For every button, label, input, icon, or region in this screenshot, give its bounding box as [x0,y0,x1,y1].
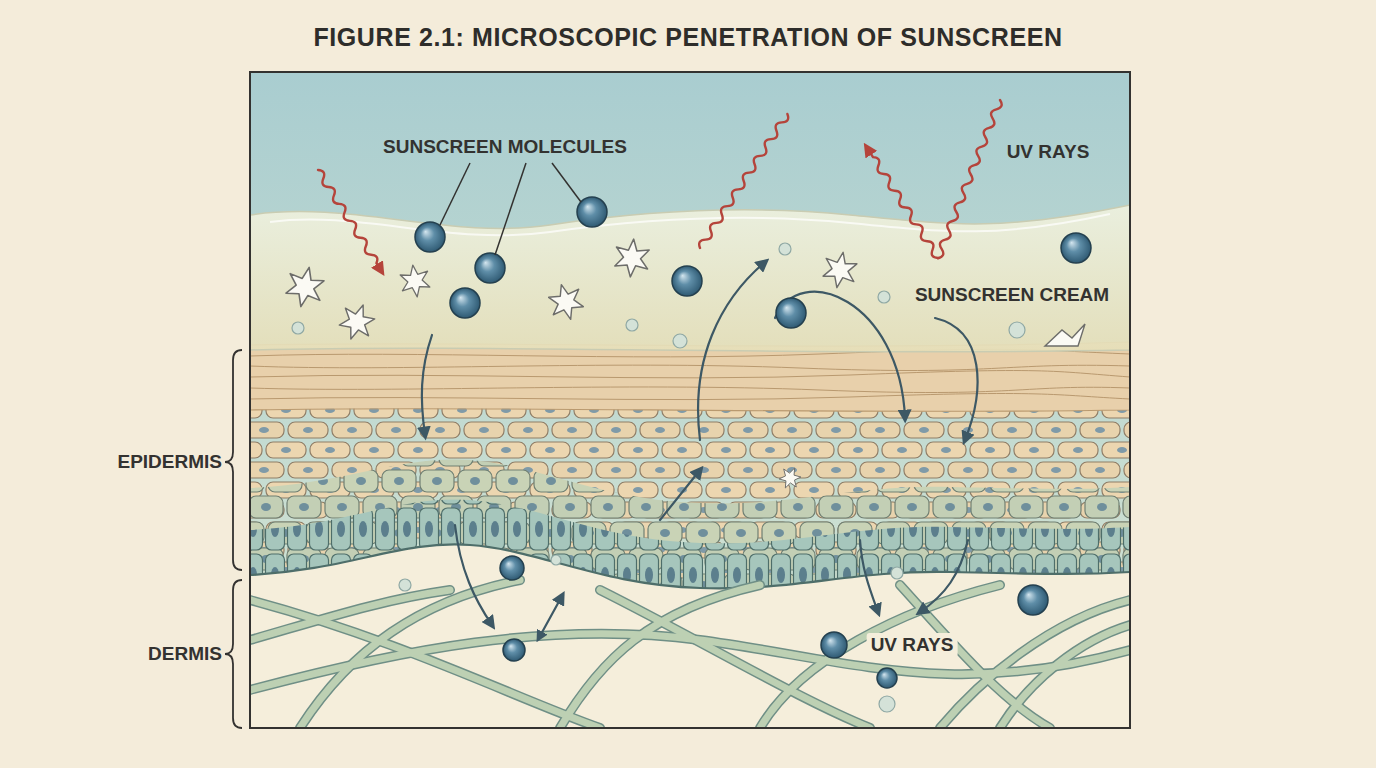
sunscreen-particles [1045,324,1085,346]
penetration-arrows [920,540,968,612]
uv-rays [315,99,1003,272]
penetration-arrows [935,318,977,440]
sunscreen-molecules [821,632,847,658]
air-background [250,72,1130,728]
mid-cell-layer [250,459,1130,728]
penetration-arrows [775,292,905,418]
leader-lines [552,163,581,202]
skin-section [250,72,1130,728]
small-bubbles [626,319,638,331]
collagen-fibers [250,590,450,640]
sunscreen-molecules [415,197,1091,688]
sunscreen-particles [399,263,431,299]
penetration-arrows [540,596,562,636]
collagen-fibers [250,580,1130,728]
uv-rays [315,168,384,272]
small-bubbles [673,334,687,348]
collagen-fibers [250,580,1130,728]
uv-rays [697,112,790,250]
uv-rays [865,147,941,260]
cream-label: SUNSCREEN CREAM [915,284,1109,306]
layer-brackets [225,350,242,728]
sunscreen-molecules [450,288,480,318]
small-bubbles [551,555,561,565]
uv-label: UV RAYS [867,633,958,657]
figure-title: FIGURE 2.1: MICROSCOPIC PENETRATION OF S… [313,23,1062,52]
layer-label: EPIDERMIS [117,451,222,473]
sunscreen-molecules [776,298,806,328]
small-bubbles [292,322,304,334]
sunscreen-particles [284,264,326,310]
molecules-label: SUNSCREEN MOLECULES [383,136,627,158]
sunscreen-molecules [475,253,505,283]
collagen-fibers [1000,625,1130,728]
collagen-fibers [250,600,600,728]
stratum-lines [250,365,1130,370]
sunscreen-molecules [1018,585,1048,615]
stratum-corneum [250,342,1130,411]
small-bubbles [292,243,1025,712]
spinous-layer [250,405,1130,728]
penetration-arrows [422,335,432,435]
small-bubbles [1009,322,1025,338]
sunscreen-molecules [500,556,524,580]
cream-highlight [270,214,1110,235]
leader-lines [440,163,581,255]
layer-brackets [225,350,242,570]
sunscreen-particles [777,464,804,492]
uv-rays [935,99,1004,260]
uv-rays [935,99,1004,260]
collagen-fibers [300,580,520,728]
penetration-arrows [455,525,492,625]
uv-label: UV RAYS [1007,141,1090,163]
sunscreen-molecules [672,266,702,296]
sunscreen-particles [822,250,859,291]
collagen-fibers [1000,625,1130,728]
figure-frame [250,72,1130,728]
stratum-lines [250,393,1130,399]
basal-layer [250,499,1130,728]
sunscreen-molecules [503,639,525,661]
sunscreen-molecules [1061,233,1091,263]
penetration-arrows [422,262,978,636]
layer-brackets [225,580,242,728]
sunscreen-particles [614,238,650,279]
leader-lines [495,163,526,255]
uv-rays [697,112,790,250]
collagen-fibers [250,580,1130,728]
sunscreen-cream [250,205,1130,352]
uv-rays [865,147,941,260]
sunscreen-particles [546,281,585,324]
small-bubbles [879,696,895,712]
layer-label: DERMIS [148,643,222,665]
small-bubbles [779,243,791,255]
leader-lines [440,163,470,225]
sunscreen-molecules [877,668,897,688]
small-bubbles [891,567,903,579]
small-bubbles [399,579,411,591]
stratum-lines [250,387,1130,393]
sunscreen-particles [284,238,1085,492]
penetration-arrows [698,262,765,440]
sunscreen-molecules [415,222,445,252]
collagen-fibers [250,600,600,728]
penetration-arrows [860,540,878,612]
uv-rays [315,168,384,272]
dermis [250,544,1130,728]
collagen-fibers [940,600,1130,728]
sunscreen-particles [336,300,378,344]
penetration-arrows [660,470,700,520]
small-bubbles [878,291,890,303]
stratum-lines [250,371,1130,378]
stratum-lines [250,349,1130,399]
